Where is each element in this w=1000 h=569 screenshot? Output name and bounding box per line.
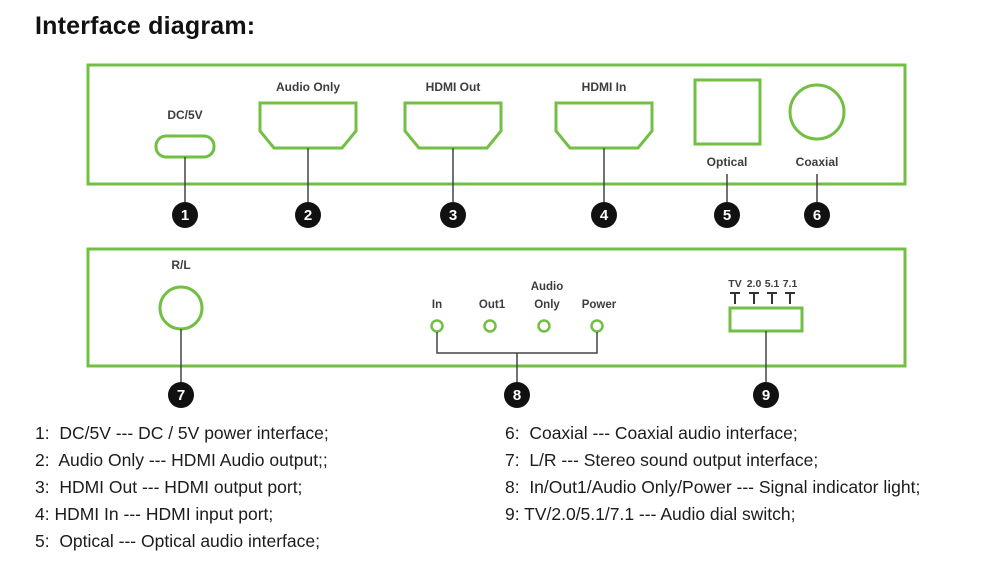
- callout-8-circle: [504, 382, 530, 408]
- audio-only-hdmi-port: [258, 101, 358, 150]
- callout-4-circle: [591, 202, 617, 228]
- led-in-label: In: [432, 299, 442, 311]
- callout-8-number: 8: [513, 387, 521, 404]
- led-audio-only-label-line2: Only: [534, 299, 560, 311]
- callout-7-number: 7: [177, 387, 185, 404]
- legend-item-3: 3: HDMI Out --- HDMI output port;: [35, 477, 303, 497]
- dial-51-label: 5.1: [765, 278, 780, 290]
- callout-5-number: 5: [723, 207, 731, 224]
- dial-tick-71: [785, 292, 795, 304]
- callout-1-circle: [172, 202, 198, 228]
- coaxial-port: [788, 83, 846, 141]
- led-power: [590, 319, 604, 333]
- page-title: Interface diagram:: [35, 12, 256, 40]
- legend-item-8: 8: In/Out1/Audio Only/Power --- Signal i…: [505, 477, 921, 497]
- led-power-label: Power: [582, 299, 617, 311]
- legend-item-7: 7: L/R --- Stereo sound output interface…: [505, 450, 819, 470]
- legend-right-column: 6: Coaxial --- Coaxial audio interface; …: [505, 420, 920, 528]
- hdmi-in-port: [554, 101, 654, 150]
- rl-label: R/L: [171, 258, 190, 272]
- callout-6: 6: [804, 202, 830, 228]
- hdmi-in-label: HDMI In: [582, 80, 627, 94]
- interface-diagram: DC/5V 1 Audio Only 2 HDMI Out 3 HDMI In …: [86, 63, 907, 408]
- callout-9: 9: [753, 382, 779, 408]
- callout-6-number: 6: [813, 207, 821, 224]
- legend-item-1: 1: DC/5V --- DC / 5V power interface;: [35, 423, 329, 443]
- callout-4: 4: [591, 202, 617, 228]
- dial-tv-label: TV: [728, 278, 741, 290]
- optical-label: Optical: [707, 155, 748, 169]
- callout-1-number: 1: [181, 207, 189, 224]
- coaxial-label: Coaxial: [796, 155, 839, 169]
- callout-1: 1: [172, 202, 198, 228]
- led-out1: [483, 319, 497, 333]
- legend-item-5: 5: Optical --- Optical audio interface;: [35, 531, 320, 551]
- dc5v-port: [154, 134, 216, 159]
- callout-8-bracket: [436, 332, 598, 382]
- callout-3-number: 3: [449, 207, 457, 224]
- legend-item-9: 9: TV/2.0/5.1/7.1 --- Audio dial switch;: [505, 504, 796, 524]
- dial-tick-tv: [730, 292, 740, 304]
- legend-item-4: 4: HDMI In --- HDMI input port;: [35, 504, 274, 524]
- callout-2-number: 2: [304, 207, 312, 224]
- dc5v-label: DC/5V: [167, 108, 202, 122]
- callout-3-circle: [440, 202, 466, 228]
- callout-6-circle: [804, 202, 830, 228]
- dial-tick-51: [767, 292, 777, 304]
- callout-7-circle: [168, 382, 194, 408]
- legend-left-column: 1: DC/5V --- DC / 5V power interface; 2:…: [35, 420, 329, 555]
- dial-switch-knob: [728, 306, 804, 333]
- callout-5-circle: [714, 202, 740, 228]
- legend-item-6: 6: Coaxial --- Coaxial audio interface;: [505, 423, 798, 443]
- rl-port: [158, 285, 204, 331]
- legend-item-2: 2: Audio Only --- HDMI Audio output;;: [35, 450, 328, 470]
- callout-3: 3: [440, 202, 466, 228]
- hdmi-out-port: [403, 101, 503, 150]
- callout-9-number: 9: [762, 387, 770, 404]
- led-out1-label: Out1: [479, 299, 506, 311]
- callout-2: 2: [295, 202, 321, 228]
- callout-4-number: 4: [600, 207, 609, 224]
- led-in: [430, 319, 444, 333]
- hdmi-out-label: HDMI Out: [426, 80, 481, 94]
- callout-5: 5: [714, 202, 740, 228]
- dial-tick-20: [749, 292, 759, 304]
- dial-71-label: 7.1: [783, 278, 798, 290]
- callout-2-circle: [295, 202, 321, 228]
- led-audio-only-label-line1: Audio: [531, 281, 564, 293]
- dial-20-label: 2.0: [747, 278, 762, 290]
- callout-8: 8: [504, 382, 530, 408]
- optical-port: [693, 78, 762, 146]
- led-audio-only: [537, 319, 551, 333]
- callout-9-circle: [753, 382, 779, 408]
- callout-7: 7: [168, 382, 194, 408]
- audio-only-label: Audio Only: [276, 80, 340, 94]
